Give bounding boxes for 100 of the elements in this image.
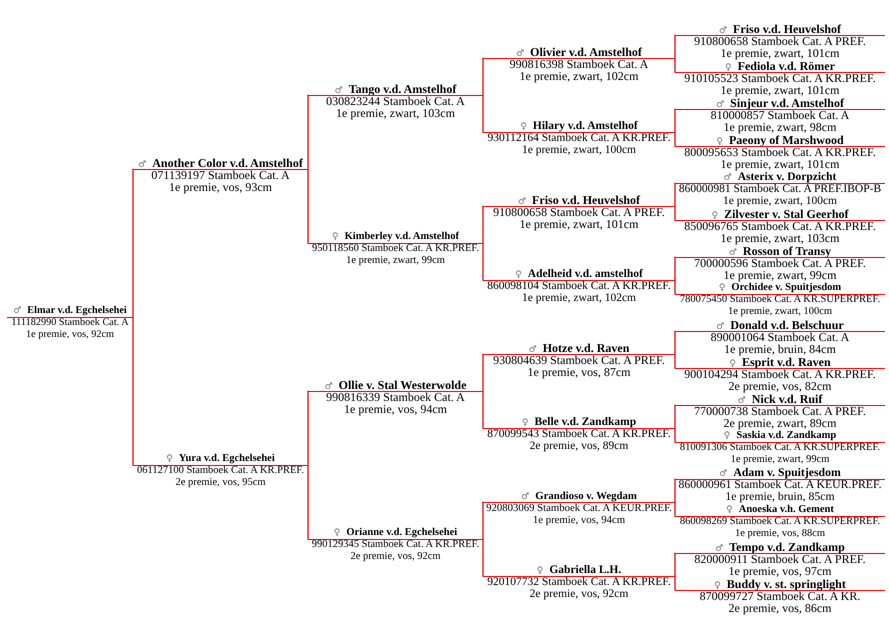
- registration-text: 850096765 Stamboek Cat. A KR.PREF.: [684, 219, 876, 233]
- sex-symbol: ♂: [516, 49, 524, 59]
- horse-name: Gabriella L.H.: [549, 564, 622, 576]
- pedigree-line: [482, 391, 484, 429]
- pedigree-entry: [483, 120, 675, 157]
- pedigree-line: [307, 169, 309, 244]
- pedigree-line: [132, 168, 134, 317]
- horse-name: Adam v. Spuitjesdom: [733, 466, 841, 479]
- premium-text: 1e premie, vos, 97cm: [728, 564, 832, 578]
- pedigree-entry: [7, 305, 133, 342]
- pedigree-line: [674, 256, 676, 280]
- horse-name: Orchidee v. Spuitjesdom: [731, 282, 842, 293]
- horse-name: Kimberley v.d. Amstelhof: [344, 231, 459, 242]
- pedigree-line: [482, 353, 484, 391]
- registration-text: 920803069 Stamboek Cat. A KEUR.PREF.: [486, 502, 672, 514]
- horse-name: Zilvester v. Stal Geerhof: [724, 207, 849, 221]
- pedigree-line: [482, 539, 484, 577]
- pedigree-line: [307, 94, 309, 169]
- pedigree-line: [482, 57, 484, 95]
- horse-name: Yura v.d. Egchelsehei: [178, 453, 275, 464]
- sex-symbol: ♀: [716, 137, 723, 147]
- sex-symbol: ♂: [324, 382, 333, 392]
- pedigree-line: [674, 428, 676, 443]
- pedigree-line: [674, 58, 676, 73]
- registration-text: 810000857 Stamboek Cat. A: [710, 108, 850, 122]
- premium-text: 1e premie, vos, 93cm: [169, 180, 272, 194]
- horse-name: Asterix v. Dorpzicht: [738, 171, 836, 183]
- pedigree-line: [132, 317, 134, 466]
- sex-symbol: ♂: [728, 248, 737, 258]
- premium-text: 1e premie, zwart, 98cm: [724, 120, 836, 134]
- premium-text: 1e premie, zwart, 103cm: [720, 231, 840, 246]
- pedigree-line: [674, 576, 676, 591]
- premium-text: 2e premie, vos, 95cm: [175, 477, 266, 488]
- pedigree-line: [482, 501, 484, 539]
- pedigree-entry: [308, 83, 483, 120]
- premium-text: 1e premie, zwart, 102cm: [520, 69, 638, 84]
- sex-symbol: ♀: [725, 63, 732, 73]
- premium-text: 1e premie, zwart, 99cm: [730, 454, 830, 466]
- registration-text: 910105523 Stamboek Cat. A KR.PREF.: [684, 71, 876, 85]
- pedigree-entry: [483, 564, 675, 601]
- premium-text: 1e premie, vos, 88cm: [734, 528, 826, 540]
- premium-text: 1e premie, vos, 94cm: [344, 402, 447, 416]
- sex-symbol: ♀: [520, 122, 527, 132]
- pedigree-entry: [675, 245, 885, 282]
- registration-text: 920107732 Stamboek Cat. A KR.PREF.: [487, 576, 671, 588]
- registration-text: 860098104 Stamboek Cat. A KR.PREF.: [487, 280, 671, 292]
- pedigree-entry: [308, 379, 483, 416]
- registration-text: 870099543 Stamboek Cat. A KR.PREF.: [487, 428, 671, 440]
- sex-symbol: ♀: [729, 359, 736, 369]
- horse-name: Orianne v.d. Egchelsehei: [346, 527, 458, 538]
- horse-name: Tango v.d. Amstelhof: [348, 82, 456, 96]
- horse-name: Belle v.d. Zandkamp: [534, 416, 636, 428]
- premium-text: 1e premie, zwart, 100cm: [728, 306, 832, 318]
- sex-symbol: ♀: [711, 211, 718, 221]
- sex-symbol: ♀: [515, 270, 522, 280]
- premium-text: 1e premie, zwart, 100cm: [522, 144, 636, 156]
- premium-text: 2e premie, vos, 86cm: [728, 601, 832, 616]
- pedigree-line: [674, 280, 676, 295]
- horse-name: Hilary v.d. Amstelhof: [532, 120, 638, 132]
- registration-text: 111182990 Stamboek Cat. A: [11, 317, 129, 328]
- horse-name: Elmar v.d. Egchelsehei: [27, 305, 127, 316]
- horse-name: Ollie v. Stal Westerwolde: [338, 378, 466, 392]
- premium-text: 1e premie, zwart, 101cm: [520, 217, 638, 232]
- registration-text: 860000981 Stamboek Cat. A PREF.IBOP-B: [678, 183, 882, 195]
- horse-name: Another Color v.d. Amstelhof: [152, 156, 303, 170]
- pedigree-entry: [483, 342, 675, 379]
- premium-text: 1e premie, bruin, 84cm: [724, 342, 836, 356]
- registration-text: 890001064 Stamboek Cat. A: [710, 330, 850, 344]
- registration-text: 860098269 Stamboek Cat. A KR.SUPERPREF.: [680, 516, 880, 527]
- horse-name: Adelheid v.d. amstelhof: [528, 268, 643, 280]
- pedigree-line: [674, 354, 676, 369]
- registration-text: 700000596 Stamboek Cat. A PREF.: [694, 256, 866, 270]
- sex-symbol: ♂: [138, 160, 146, 170]
- registration-text: 990816398 Stamboek Cat. A: [510, 57, 648, 71]
- premium-text: 1e premie, zwart, 102cm: [522, 292, 636, 304]
- pedigree-line: [674, 330, 676, 354]
- sex-symbol: ♂: [521, 492, 530, 502]
- registration-text: 780075450 Stamboek Cat. A KR.SUPERPREF.: [680, 294, 880, 305]
- sex-symbol: ♂: [716, 100, 724, 110]
- registration-text: 930804639 Stamboek Cat. A PREF.: [493, 353, 665, 367]
- pedigree-line: [307, 465, 309, 540]
- pedigree-line: [674, 206, 676, 221]
- horse-name: Tempo v.d. Zandkamp: [729, 540, 845, 554]
- premium-text: 2e premie, vos, 89cm: [530, 440, 628, 452]
- pedigree-entry: [133, 453, 308, 490]
- sex-symbol: ♀: [718, 283, 726, 293]
- premium-text: 2e premie, zwart, 89cm: [724, 416, 836, 430]
- horse-name: Rosson of Transy: [742, 244, 832, 258]
- registration-text: 770000738 Stamboek Cat. A PREF.: [694, 404, 866, 418]
- pedigree-line: [482, 95, 484, 133]
- sex-symbol: ♀: [726, 505, 733, 515]
- premium-text: 2e premie, vos, 92cm: [350, 551, 441, 562]
- pedigree-entry: [483, 194, 675, 231]
- pedigree-entry: [675, 541, 885, 578]
- pedigree-entry: [308, 231, 483, 268]
- sex-symbol: ♂: [334, 86, 343, 96]
- sex-symbol: ♀: [522, 418, 528, 428]
- registration-text: 820000911 Stamboek Cat. A PREF.: [694, 552, 866, 566]
- premium-text: 1e premie, zwart, 99cm: [724, 268, 836, 282]
- sex-symbol: ♂: [13, 306, 22, 316]
